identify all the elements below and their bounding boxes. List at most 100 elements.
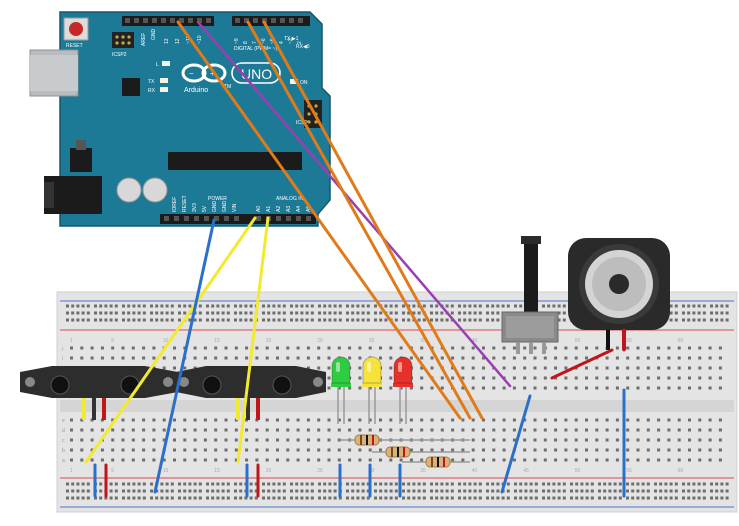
rail-hole [310, 304, 314, 308]
terminal-hole [595, 448, 599, 452]
terminal-hole [327, 458, 331, 462]
terminal-hole [173, 428, 176, 432]
terminal-hole [554, 346, 558, 350]
terminal-hole [471, 438, 475, 442]
rail-hole [720, 318, 724, 322]
power-analog-header [160, 214, 316, 224]
terminal-hole [70, 428, 73, 432]
terminal-hole [718, 448, 722, 452]
terminal-hole [615, 346, 619, 350]
terminal-hole [420, 356, 424, 360]
terminal-hole [131, 438, 135, 442]
digital-pin-label: ~3 [288, 38, 294, 44]
terminal-hole [564, 346, 568, 350]
terminal-hole [409, 386, 413, 390]
rail-hole [66, 318, 69, 322]
terminal-hole [358, 448, 362, 452]
terminal-hole [142, 428, 146, 432]
terminal-hole [337, 438, 341, 442]
rail-hole [234, 489, 237, 493]
rail-hole [262, 318, 265, 322]
terminal-hole [440, 428, 444, 432]
rail-hole [435, 318, 439, 322]
aref-label: AREF [141, 33, 147, 46]
column-number: 50 [575, 338, 581, 344]
rail-hole [188, 304, 192, 308]
terminal-hole [430, 356, 434, 360]
terminal-hole [379, 346, 382, 350]
rail-hole [463, 496, 467, 500]
digital-label: DIGITAL (PWM= ~) [234, 46, 277, 52]
reset-button [63, 17, 89, 41]
rail-hole [338, 311, 342, 315]
rail-hole [71, 304, 75, 308]
row-letter: b [62, 448, 65, 454]
terminal-hole [90, 346, 94, 350]
rail-hole [445, 482, 449, 486]
rail-hole [458, 489, 461, 493]
column-number: 60 [678, 468, 684, 474]
terminal-hole [585, 448, 588, 452]
rail-hole [394, 318, 398, 322]
terminal-hole [461, 386, 465, 390]
terminal-hole [327, 376, 331, 380]
rail-hole [249, 489, 253, 493]
wire-orange-1 [176, 20, 462, 420]
terminal-hole [224, 418, 228, 422]
rail-hole [697, 304, 701, 308]
rail-hole [435, 304, 439, 308]
rail-hole [221, 304, 225, 308]
rail-hole [356, 318, 360, 322]
terminal-hole [657, 346, 661, 350]
rail-hole [669, 311, 673, 315]
terminal-hole [420, 418, 424, 422]
terminal-hole [595, 386, 599, 390]
rail-hole [440, 318, 444, 322]
rail-hole [150, 482, 153, 486]
rail-hole [267, 489, 271, 493]
rail-hole [450, 482, 454, 486]
header-pin [280, 18, 285, 23]
rail-hole [636, 489, 640, 493]
header-pin [197, 18, 202, 23]
terminal-hole [234, 438, 238, 442]
terminal-hole [708, 428, 712, 432]
rail-hole [412, 496, 416, 500]
terminal-hole [80, 458, 84, 462]
header-pin [306, 216, 311, 221]
rail-hole [239, 304, 243, 308]
rail-hole [318, 482, 321, 486]
rail-hole [356, 482, 360, 486]
rail-hole [542, 304, 545, 308]
terminal-hole [162, 438, 166, 442]
terminal-hole [461, 448, 465, 452]
terminal-hole [574, 418, 578, 422]
rail-hole [142, 489, 146, 493]
terminal-hole [193, 428, 197, 432]
rail-hole [290, 304, 293, 308]
rail-hole [295, 304, 299, 308]
terminal-hole [646, 376, 650, 380]
led-group [331, 356, 413, 424]
rail-hole [664, 482, 668, 486]
rail-hole [473, 304, 477, 308]
rail-hole [267, 496, 271, 500]
terminal-hole [543, 438, 547, 442]
rail-hole [137, 489, 141, 493]
terminal-hole [265, 448, 269, 452]
terminal-hole [533, 438, 537, 442]
rail-hole [366, 489, 370, 493]
terminal-hole [440, 386, 444, 390]
resistor-2 [372, 446, 470, 458]
rail-hole [422, 496, 426, 500]
rail-hole [333, 482, 337, 486]
rail-hole [557, 311, 561, 315]
terminal-hole [152, 418, 156, 422]
rail-hole [450, 304, 454, 308]
terminal-hole [90, 356, 94, 360]
terminal-hole [317, 356, 321, 360]
terminal-hole [554, 356, 558, 360]
terminal-hole [286, 438, 290, 442]
terminal-hole [265, 438, 269, 442]
terminal-hole [677, 448, 681, 452]
